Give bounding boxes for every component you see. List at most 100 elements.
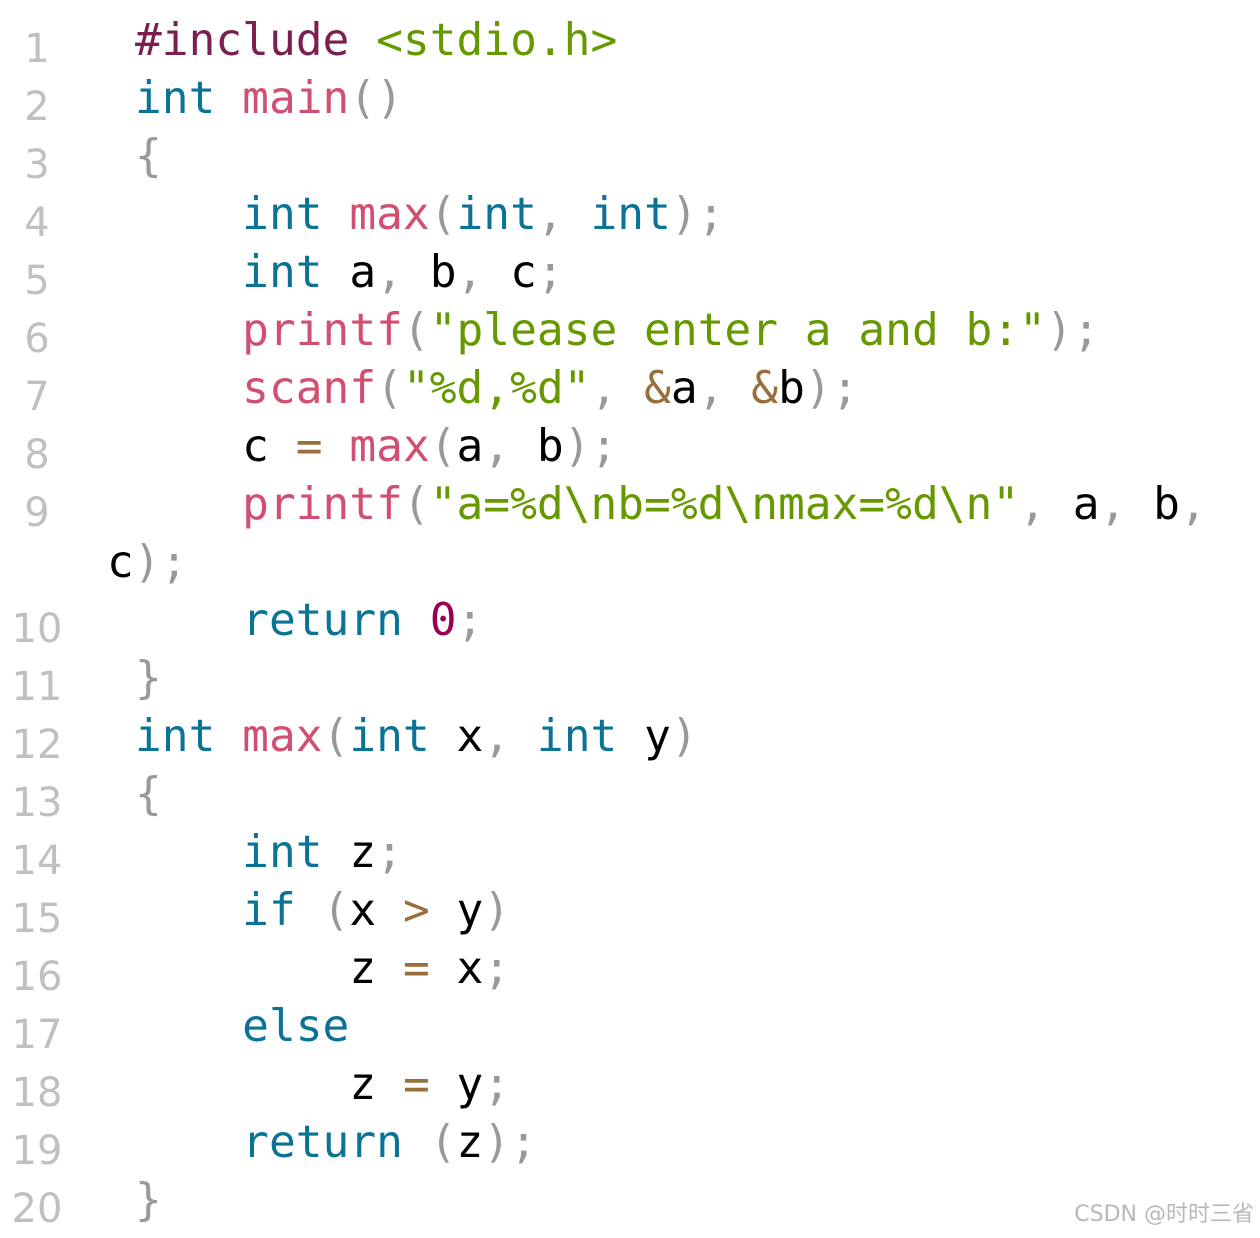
token-ws <box>617 363 644 414</box>
token-punct: ( <box>322 711 350 762</box>
token-ws <box>430 711 457 762</box>
token-punct: , <box>376 247 403 298</box>
code-text: int z; <box>135 824 403 882</box>
token-id: x <box>349 885 377 936</box>
token-punct: ( <box>402 479 430 530</box>
token-ws <box>135 943 349 994</box>
code-text: c = max(a, b); <box>135 418 617 476</box>
token-id: b <box>536 421 564 472</box>
token-punct: , <box>483 421 511 472</box>
token-ws <box>269 421 296 472</box>
token-punct: ); <box>804 363 859 414</box>
token-id: c <box>107 537 134 588</box>
token-id: y <box>456 885 484 936</box>
token-punct: ); <box>670 189 725 240</box>
code-text: c); <box>107 534 187 592</box>
code-text: int max(int x, int y) <box>135 708 698 766</box>
code-text: printf("a=%d\nb=%d\nmax=%d\n", a, b, <box>135 476 1207 534</box>
token-id: x <box>456 943 484 994</box>
token-punct: ) <box>670 711 698 762</box>
token-ws <box>483 247 510 298</box>
token-punct: ( <box>429 421 457 472</box>
token-id: b <box>1153 479 1180 530</box>
token-ws <box>135 363 242 414</box>
token-id: y <box>644 711 671 762</box>
token-punct: } <box>135 1175 162 1226</box>
token-ws <box>135 1001 242 1052</box>
token-ws <box>403 595 430 646</box>
code-line-wrap: c); <box>0 534 1260 592</box>
token-func: max <box>349 189 430 240</box>
token-ws <box>135 421 242 472</box>
line-number: 2 <box>24 84 50 130</box>
token-ws <box>323 189 350 240</box>
code-line-3: 3{ <box>0 128 1260 188</box>
token-op: = <box>402 1059 430 1110</box>
line-number: 15 <box>11 896 63 942</box>
code-text: else <box>135 998 349 1056</box>
token-id: a <box>349 247 377 298</box>
token-punct: ); <box>563 421 618 472</box>
code-line-13: 13{ <box>0 766 1260 826</box>
token-punct: ); <box>1045 305 1100 356</box>
code-text: } <box>135 650 162 708</box>
token-ws <box>323 247 350 298</box>
code-text: printf("please enter a and b:"); <box>135 302 1100 360</box>
token-id: x <box>456 711 484 762</box>
line-number: 16 <box>11 954 63 1000</box>
token-type: int <box>590 189 671 240</box>
line-number: 17 <box>11 1012 63 1058</box>
token-ws <box>430 943 457 994</box>
code-text: if (x > y) <box>135 882 510 940</box>
token-directive: #include <box>135 15 350 66</box>
token-op: & <box>644 363 671 414</box>
line-number: 11 <box>11 664 63 710</box>
token-punct: , <box>1099 479 1127 530</box>
code-line-14: 14 int z; <box>0 824 1260 884</box>
token-func: main <box>242 73 350 124</box>
code-text: return 0; <box>135 592 483 650</box>
token-keyword: return <box>242 595 403 646</box>
code-text: { <box>135 128 162 186</box>
token-type: int <box>242 247 323 298</box>
line-number: 19 <box>11 1128 63 1174</box>
token-ws <box>430 1059 457 1110</box>
token-func: max <box>242 711 323 762</box>
line-number: 10 <box>11 606 63 652</box>
token-ws <box>135 1117 242 1168</box>
token-ws <box>1046 479 1073 530</box>
token-type: int <box>135 711 216 762</box>
token-keyword: return <box>242 1117 403 1168</box>
token-type: int <box>536 711 618 762</box>
token-func: printf <box>242 479 403 530</box>
token-punct: ( <box>429 189 457 240</box>
code-line-15: 15 if (x > y) <box>0 882 1260 942</box>
code-line-9: 9 printf("a=%d\nb=%d\nmax=%d\n", a, b, <box>0 476 1260 536</box>
token-punct: ); <box>483 1117 537 1168</box>
token-id: b <box>778 363 805 414</box>
token-punct: () <box>349 73 403 124</box>
line-number: 5 <box>24 258 50 304</box>
token-ws <box>349 15 376 66</box>
token-punct: ); <box>133 537 188 588</box>
token-type: int <box>242 827 323 878</box>
code-text: int max(int, int); <box>135 186 724 244</box>
token-id: z <box>349 1059 377 1110</box>
token-punct: ; <box>483 943 511 994</box>
token-punct: ( <box>402 305 430 356</box>
token-punct: , <box>590 363 618 414</box>
token-op: = <box>295 421 323 472</box>
token-punct: ( <box>429 1117 457 1168</box>
token-type: int <box>349 711 430 762</box>
token-type: int <box>242 189 323 240</box>
token-punct: ( <box>322 885 350 936</box>
token-ws <box>376 943 403 994</box>
line-number: 8 <box>24 432 50 478</box>
token-ws <box>135 595 242 646</box>
token-punct: , <box>1019 479 1046 530</box>
token-ws <box>724 363 751 414</box>
watermark: CSDN @时时三省 <box>1074 1202 1254 1227</box>
code-text: #include <stdio.h> <box>135 12 617 70</box>
